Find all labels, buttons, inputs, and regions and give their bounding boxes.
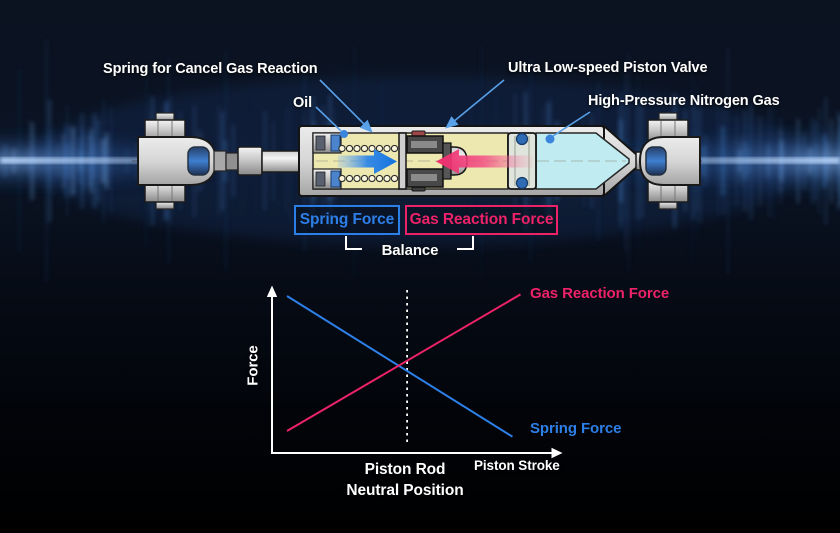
oil-marker-dot — [340, 130, 348, 138]
leader-oil — [315, 106, 342, 132]
spring-force-line — [286, 295, 514, 438]
leader-nitrogen — [552, 111, 591, 137]
gas-reaction-arrow — [436, 149, 533, 174]
seal-top-dark — [315, 135, 326, 151]
spring-force-box-label: Spring Force — [299, 211, 395, 228]
force-stroke-chart — [266, 285, 563, 459]
gas-force-line — [286, 293, 522, 432]
callout-spring-cancel: Spring for Cancel Gas Reaction — [103, 61, 318, 77]
neutral-label-line2: Neutral Position — [346, 482, 464, 499]
callout-piston-valve: Ultra Low-speed Piston Valve — [508, 60, 708, 76]
seal-bottom-dark — [315, 171, 326, 187]
right-eye-mount — [638, 112, 701, 210]
left-neck-ring — [213, 150, 227, 172]
leader-spring-cancel — [319, 79, 373, 133]
spring-force-arrow — [338, 149, 397, 174]
chart-spring-series-label: Spring Force — [530, 420, 622, 437]
neutral-label-line1: Piston Rod — [364, 461, 446, 478]
spring-force-box: Spring Force — [294, 205, 400, 235]
cancel-spring-coils — [338, 144, 399, 183]
valve-bottom-detail — [411, 174, 437, 181]
piston-oring-top — [515, 132, 529, 146]
piston-oring-bottom — [515, 176, 529, 190]
left-eye-mount — [137, 112, 263, 210]
balance-label: Balance — [381, 242, 439, 259]
chart-neutral-position-label: Piston Rod Neutral Position — [346, 459, 463, 501]
right-clevis-window — [645, 146, 667, 176]
rod-lock-nut — [225, 152, 239, 171]
chart-x-axis-label: Piston Stroke — [474, 458, 560, 473]
y-axis-arrowhead — [266, 285, 278, 297]
gas-reaction-force-box-label: Gas Reaction Force — [409, 211, 554, 228]
rod-guide-seals — [312, 132, 342, 190]
spring-seat-plate — [398, 132, 407, 190]
callout-leaders — [315, 79, 591, 137]
nitrogen-marker-dot — [545, 134, 555, 144]
rod-collar — [237, 146, 263, 176]
callout-nitrogen-gas: High-Pressure Nitrogen Gas — [588, 93, 780, 109]
chart-gas-series-label: Gas Reaction Force — [530, 285, 670, 302]
chart-y-axis-label: Force — [244, 345, 262, 386]
leader-piston-valve — [445, 79, 505, 129]
left-clevis-window — [187, 146, 210, 176]
gas-reaction-force-box: Gas Reaction Force — [405, 205, 558, 235]
x-axis-arrowhead — [551, 447, 563, 459]
valve-top-detail — [411, 141, 437, 148]
callout-oil: Oil — [293, 95, 313, 111]
balance-bracket — [345, 236, 474, 250]
seal-top-oring — [330, 134, 341, 152]
